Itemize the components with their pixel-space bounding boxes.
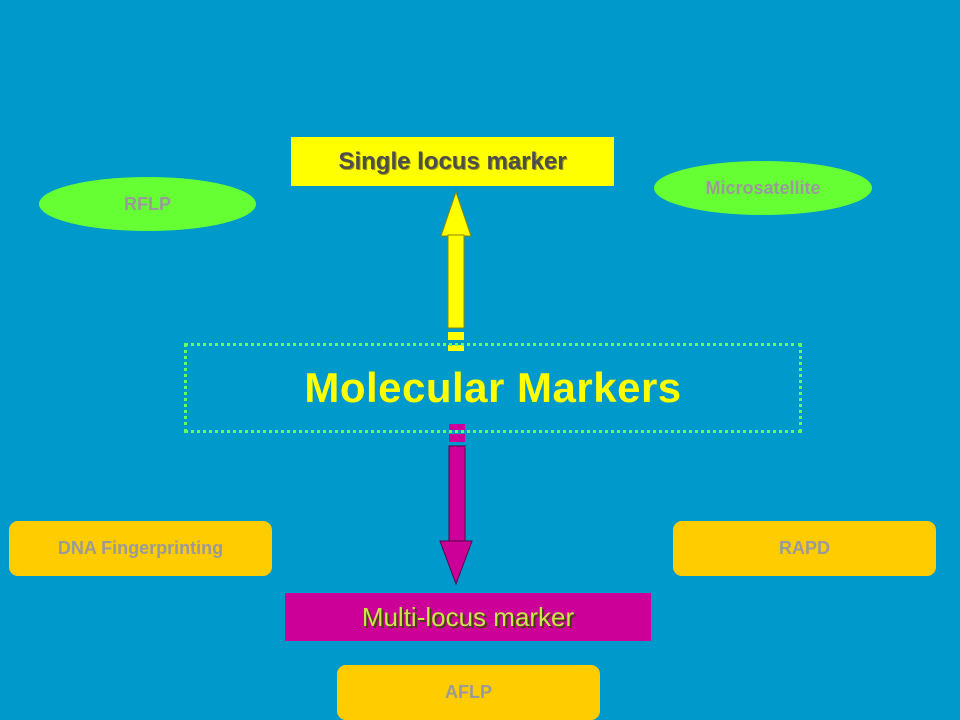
aflp-label: AFLP [445,682,492,702]
microsatellite-label: Microsatellite [705,177,821,198]
single-locus-marker-box: Single locus marker [291,137,614,186]
multi-locus-marker-label: Multi-locus marker [361,601,575,632]
rapd-box: RAPD [673,521,936,576]
dna-fingerprinting-label: DNA Fingerprinting [57,538,224,558]
dna-fingerprinting-box: DNA Fingerprinting [9,521,272,576]
aflp-box: AFLP [337,665,600,720]
up-arrow [440,190,472,351]
page-title: Molecular Markers [304,364,682,411]
title-box: Molecular Markers [184,343,802,433]
rapd-label: RAPD [778,538,830,558]
down-arrow [439,424,473,586]
single-locus-marker-label: Single locus marker [338,147,567,175]
rflp-ellipse: RFLP [39,177,256,231]
microsatellite-ellipse: Microsatellite [654,161,872,215]
multi-locus-marker-box: Multi-locus marker [285,593,651,641]
rflp-label: RFLP [124,193,171,214]
